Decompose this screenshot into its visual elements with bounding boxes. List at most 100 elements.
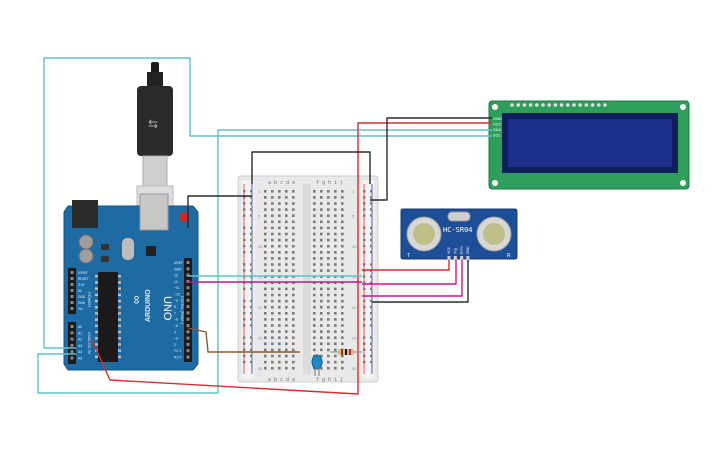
analog-pin-label: A5 — [78, 357, 82, 361]
arduino-logo-text: ARDUINO — [145, 289, 152, 322]
wire-sensor-trig[interactable] — [362, 260, 457, 285]
crystal — [122, 238, 134, 260]
breadboard-row-number: 15 — [352, 274, 357, 279]
wire-led-signal[interactable] — [187, 327, 300, 353]
power-pin-label: RESET — [78, 277, 89, 281]
digital-pin-labels: AREF GND 13 12 ~11 ~10 ~9 8 7 ~6 ~5 4 ~3 2 TX 1 RX 0 — [174, 261, 183, 360]
capacitor-left — [78, 234, 94, 250]
digital-pin-label: 7 — [174, 311, 176, 315]
sensor-pin-label: Trig — [453, 248, 457, 254]
breadboard-row-number: 10 — [352, 244, 357, 249]
blue-led[interactable] — [311, 354, 323, 376]
digital-pin-label: ~6 — [174, 318, 178, 322]
breadboard-row-number: 1 — [352, 189, 355, 194]
sensor-crystal — [447, 211, 471, 222]
breadboard-row-number: 25 — [258, 335, 263, 340]
wire-sda[interactable] — [43, 57, 492, 349]
breadboard-row-number: 25 — [352, 335, 357, 340]
breadboard-row-number: 5 — [258, 213, 261, 218]
capacitor-right — [78, 248, 94, 264]
digital-label: DIGITAL (PWM~) — [180, 296, 184, 324]
power-pin-labels: IOREF RESET 3.3V 5V GND GND Vin — [78, 271, 89, 311]
lcd-pin-label: GND — [493, 116, 502, 121]
power-pin-label: IOREF — [78, 271, 88, 275]
arduino-logo: ARDUINO — [145, 289, 152, 322]
lcd-screen — [508, 119, 672, 167]
breadboard-row-number: 20 — [352, 305, 357, 310]
analog-pin-label: A1 — [78, 331, 82, 335]
digital-pin-label: RX 0 — [174, 356, 182, 360]
lcd-pin-label: SDA — [493, 127, 502, 132]
wires[interactable] — [37, 57, 492, 395]
resistor[interactable] — [330, 349, 362, 355]
breadboard-row-number: 15 — [258, 274, 263, 279]
atmega-chip — [98, 272, 118, 362]
digital-pin-label: TX 1 — [174, 349, 181, 353]
breadboard-col-letters-left-bottom: a b c d e — [268, 377, 295, 383]
board-model-text: UNO — [161, 296, 173, 321]
power-pin-label: 5V — [78, 289, 83, 293]
analog-label: ANALOG IN — [87, 332, 92, 354]
sensor-pin-label: GND — [466, 246, 470, 254]
digital-pin-label: GND — [174, 267, 182, 271]
sensor-model-label: HC-SR04 — [443, 226, 473, 234]
digital-pin-label: 12 — [174, 280, 178, 284]
digital-pin-label: 2 — [174, 343, 176, 347]
wire-sensor-vcc[interactable] — [362, 260, 450, 271]
lcd-pin-label: SCL — [493, 133, 502, 138]
digital-pin-label: AREF — [174, 261, 183, 265]
breadboard-row-number: 5 — [352, 213, 355, 218]
arduino-uno-board[interactable]: ARDUINO UNO ∞ DIGITAL (PWM~) POWER ANALO… — [63, 193, 199, 371]
digital-pin-label: 4 — [174, 330, 176, 334]
breadboard-col-letters-left: a b c d e — [268, 180, 295, 186]
breadboard-col-letters-right-bottom: f g h i j — [316, 377, 343, 383]
infinity-icon: ∞ — [129, 295, 143, 304]
breadboard-row-number: 1 — [258, 189, 261, 194]
breadboard-row-number: 30 — [352, 366, 357, 371]
wire-bb-gnd-jumper[interactable] — [251, 151, 371, 184]
wire-sensor-echo[interactable] — [362, 260, 463, 297]
digital-pin-label: ~9 — [174, 299, 178, 303]
power-pin-label: 3.3V — [78, 283, 85, 287]
sensor-right-marker: R — [507, 253, 511, 259]
sensor-pin-label: VCC — [447, 246, 451, 254]
power-label: POWER — [87, 292, 92, 307]
reset-button[interactable] — [179, 212, 189, 222]
digital-pin-label: ~5 — [174, 324, 178, 328]
analog-header[interactable] — [68, 322, 76, 364]
usb-port — [139, 193, 169, 231]
breadboard-row-number: 30 — [258, 366, 263, 371]
usb-icon: ⇆ — [148, 117, 158, 131]
analog-pin-label: A3 — [78, 344, 82, 348]
breadboard-col-letters-right: f g h i j — [316, 180, 343, 186]
wire-scl[interactable] — [37, 129, 492, 394]
sensor-left-marker: T — [407, 253, 410, 259]
digital-pin-label: 13 — [174, 274, 178, 278]
usb-cable[interactable]: ⇆ — [136, 62, 174, 209]
lcd-pin-label: VCC — [493, 122, 502, 127]
power-pin-label: GND — [78, 295, 86, 299]
power-jack — [72, 200, 98, 228]
breadboard-row-number: 20 — [258, 305, 263, 310]
analog-pin-label: A2 — [78, 338, 82, 342]
wire-lcd-gnd[interactable] — [370, 117, 492, 201]
wire-sensor-gnd[interactable] — [372, 260, 469, 303]
analog-pin-label: A4 — [78, 350, 82, 354]
power-pin-label: Vin — [78, 307, 83, 311]
power-pin-label: GND — [78, 301, 86, 305]
digital-pin-label: ~3 — [174, 337, 178, 341]
digital-pin-label: 8 — [174, 305, 176, 309]
digital-header[interactable] — [184, 258, 192, 362]
wire-arduino-gnd[interactable] — [187, 195, 252, 228]
digital-pin-label: ~11 — [174, 286, 180, 290]
sensor-pin-label: Echo — [460, 246, 464, 254]
wire-lcd-vcc[interactable] — [91, 122, 492, 395]
digital-pin-label: ~10 — [174, 293, 180, 297]
analog-pin-label: A0 — [78, 325, 82, 329]
